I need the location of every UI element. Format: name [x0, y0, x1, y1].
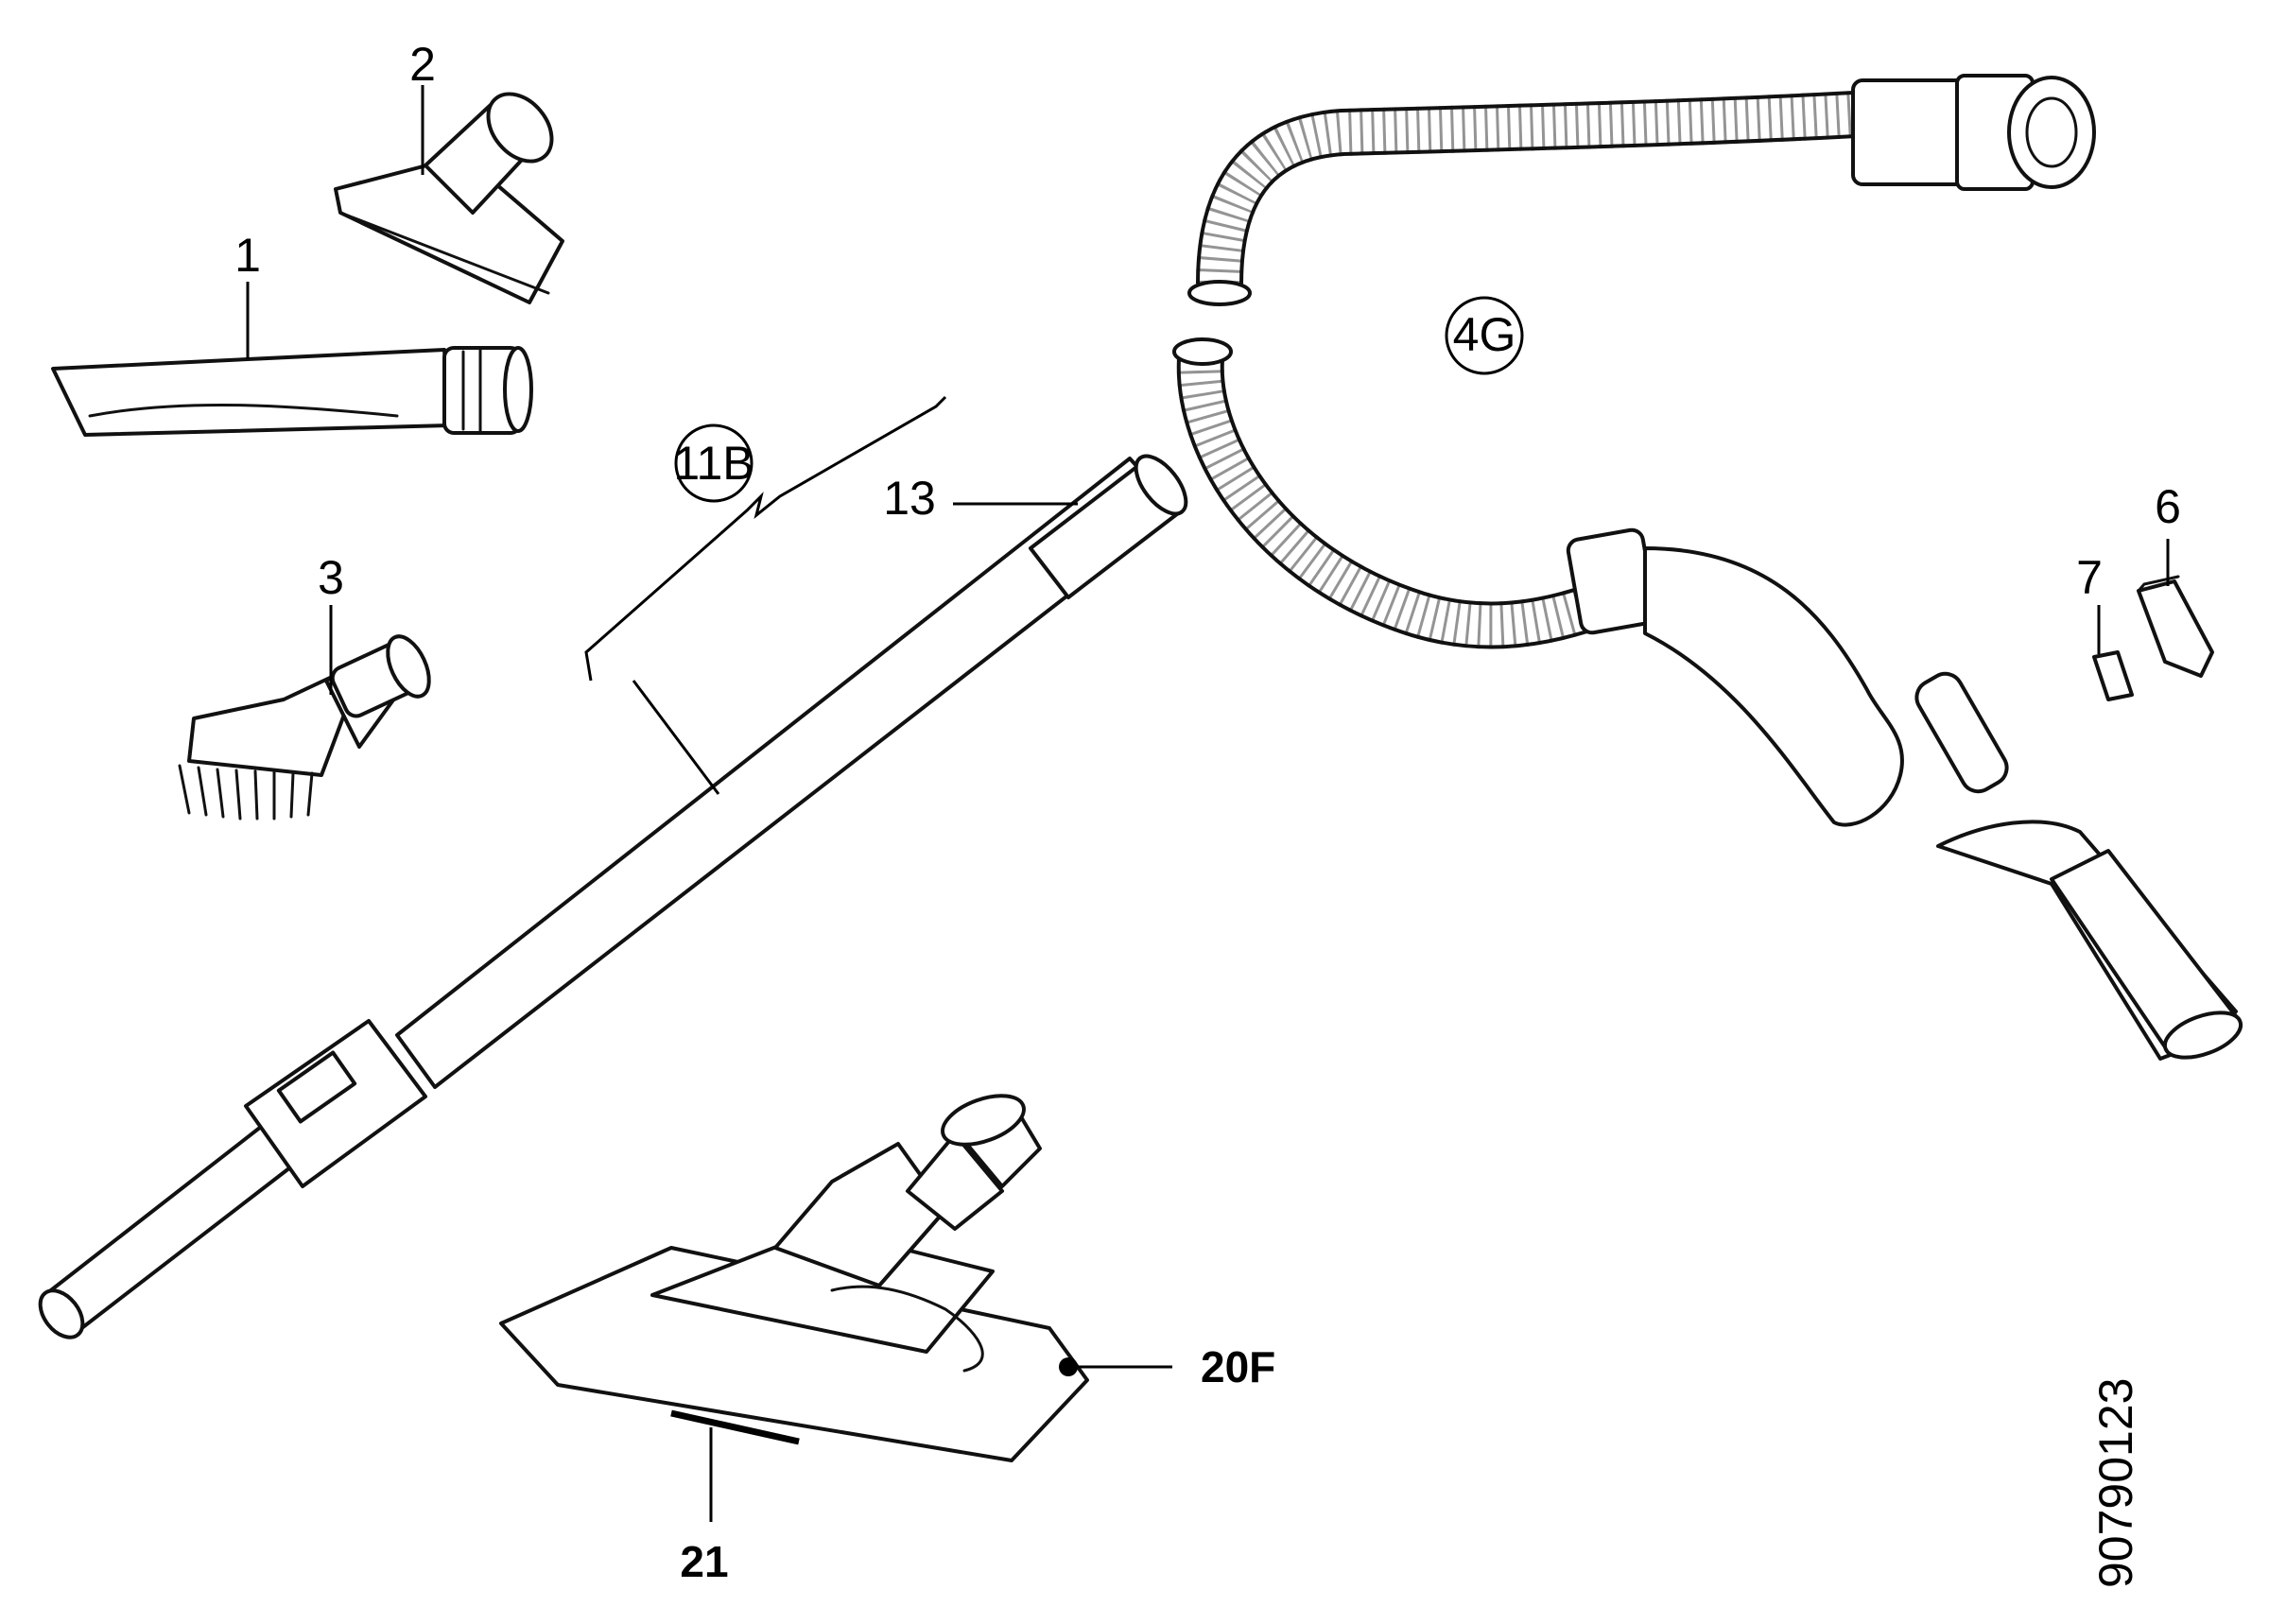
label-floor-nozzle: 20F	[1201, 1342, 1275, 1391]
label-slider-small: 7	[2076, 551, 2103, 604]
label-dusting-brush: 3	[318, 551, 344, 604]
label-nozzle-strip: 21	[680, 1537, 728, 1586]
upholstery-nozzle	[334, 92, 564, 304]
hose	[1172, 74, 2243, 1061]
slider-large	[2137, 575, 2214, 678]
crevice-tool	[51, 346, 533, 437]
label-crevice-tool: 1	[234, 229, 261, 282]
reference-number: 90790123	[2089, 1378, 2142, 1588]
telescopic-tube	[38, 454, 1188, 1339]
ring-tube-set	[674, 423, 753, 503]
tube-set-leader	[584, 395, 947, 795]
slider-small	[2092, 650, 2134, 701]
label-hose: 4G	[1453, 308, 1516, 361]
leader-lines	[246, 85, 2170, 1522]
label-slider-large: 6	[2155, 480, 2181, 533]
label-upholstery-nozzle: 2	[409, 38, 436, 91]
label-tube-set: 11B	[673, 437, 753, 490]
dusting-brush	[178, 634, 431, 821]
label-tube-upper: 13	[883, 472, 936, 525]
nozzle-strip	[670, 1409, 800, 1445]
floor-nozzle	[499, 1094, 1089, 1462]
ring-hose	[1445, 296, 1524, 375]
